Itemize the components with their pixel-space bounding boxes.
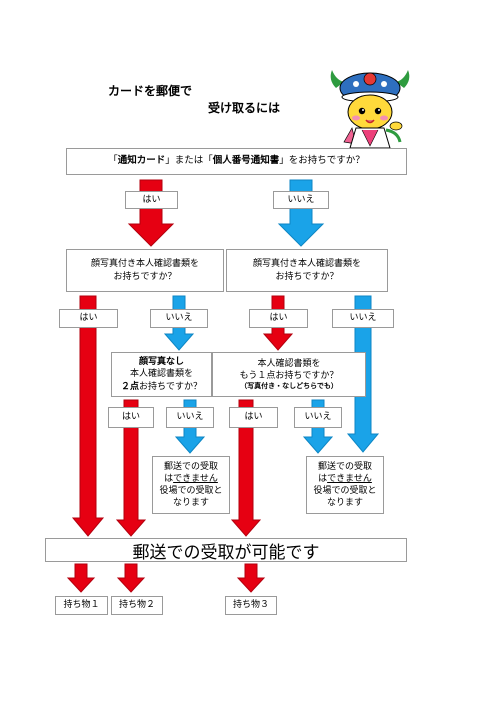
question-one-more-doc: 本人確認書類をもう１点お持ちですか？（写真付き・なしどちらでも） bbox=[212, 352, 366, 397]
np-right-line2-u: できません bbox=[327, 473, 372, 484]
answer-yes-2a: はい bbox=[59, 309, 118, 328]
np-left-line4: なります bbox=[172, 498, 209, 509]
q-top-bold1: 通知カード bbox=[117, 155, 166, 167]
answer-no-3b: いいえ bbox=[294, 407, 342, 428]
np-right-line4: なります bbox=[326, 498, 363, 509]
q-two-docs-line1: 顔写真なし bbox=[138, 357, 184, 368]
arrow-yes-1 bbox=[127, 179, 175, 247]
q-photo-yes-line2: お持ちですか？ bbox=[113, 271, 177, 282]
q-photo-no-line2: お持ちですか？ bbox=[275, 271, 339, 282]
answer-yes-2b: はい bbox=[249, 309, 308, 328]
question-photo-id-right: 顔写真付き本人確認書類をお持ちですか？ bbox=[226, 249, 388, 292]
answer-no-2b: いいえ bbox=[332, 309, 394, 328]
title-line1: カードを郵便で bbox=[108, 84, 193, 98]
question-photo-id-left: 顔写真付き本人確認書類をお持ちですか？ bbox=[66, 249, 224, 292]
answer-yes-1: はい bbox=[125, 191, 178, 209]
arrow-item-2 bbox=[116, 563, 146, 593]
answer-yes-3b: はい bbox=[229, 407, 278, 428]
np-right-line2-pre: は bbox=[318, 473, 328, 484]
answer-no-2a: いいえ bbox=[150, 309, 208, 328]
title-line2: 受け取るには bbox=[208, 101, 281, 115]
question-notice-card: 「通知カード」または「個人番号通知書」をお持ちですか？ bbox=[66, 148, 407, 175]
np-right-line3: 役場での受取と bbox=[313, 486, 377, 496]
q-top-pre: 「 bbox=[108, 155, 118, 167]
q-one-more-line2: もう１点お持ちですか？ bbox=[239, 370, 339, 381]
item-3: 持ち物３ bbox=[225, 596, 277, 615]
np-left-line3: 役場での受取と bbox=[159, 486, 223, 496]
arrow-yes-2a bbox=[71, 295, 105, 537]
arrow-item-3 bbox=[236, 563, 266, 593]
q-two-docs-count: ２点 bbox=[120, 381, 139, 392]
answer-no-3a: いいえ bbox=[166, 407, 214, 428]
q-one-more-line1: 本人確認書類を bbox=[257, 358, 321, 369]
arrow-no-1 bbox=[277, 179, 325, 247]
q-two-docs-line3: お持ちですか？ bbox=[139, 381, 203, 392]
result-possible-banner: 郵送での受取が可能です bbox=[45, 538, 407, 563]
np-left-line1: 郵送での受取 bbox=[163, 461, 218, 472]
result-not-possible-left: 郵送での受取はできません役場での受取となります bbox=[152, 456, 230, 514]
np-right-line1: 郵送での受取 bbox=[317, 461, 372, 472]
result-not-possible-right: 郵送での受取はできません役場での受取となります bbox=[306, 456, 384, 514]
q-photo-no-line1: 顔写真付き本人確認書類を bbox=[252, 259, 361, 270]
mascot-character-icon bbox=[330, 70, 410, 149]
q-one-more-note: （写真付き・なしどちらでも） bbox=[240, 381, 338, 390]
q-two-docs-line2: 本人確認書類を bbox=[129, 369, 193, 380]
np-left-line2-pre: は bbox=[164, 473, 174, 484]
answer-yes-3a: はい bbox=[108, 407, 154, 428]
q-top-post: 」をお持ちですか？ bbox=[279, 155, 365, 167]
item-2: 持ち物２ bbox=[111, 596, 163, 615]
item-1: 持ち物１ bbox=[55, 596, 108, 615]
q-top-mid: 」または「 bbox=[165, 155, 213, 167]
arrow-item-1 bbox=[66, 563, 96, 593]
q-photo-yes-line1: 顔写真付き本人確認書類を bbox=[90, 259, 199, 270]
answer-no-1: いいえ bbox=[273, 191, 329, 209]
np-left-line2-u: できません bbox=[173, 473, 218, 484]
q-top-bold2: 個人番号通知書 bbox=[212, 155, 280, 167]
